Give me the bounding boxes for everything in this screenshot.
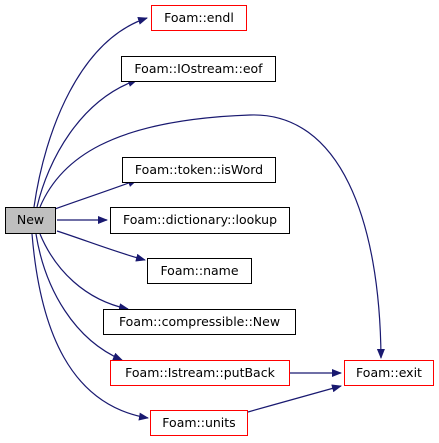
node-foam-token-isword[interactable]: Foam::token::isWord [122,157,276,183]
edge-new-compnew [39,233,129,312]
edge-new-endl [33,17,148,208]
edge-new-isword [54,179,138,210]
node-foam-dictionary-lookup[interactable]: Foam::dictionary::lookup [110,207,290,234]
edge-new-name [56,230,146,262]
node-foam-compressible-new[interactable]: Foam::compressible::New [103,309,296,335]
node-foam-exit[interactable]: Foam::exit [344,360,434,386]
edge-new-exit [39,114,385,359]
node-foam-iostream-eof[interactable]: Foam::IOstream::eof [121,56,276,82]
edge-new-putback [35,233,123,361]
edge-new-eof [36,79,138,208]
node-foam-istream-putback[interactable]: Foam::Istream::putBack [110,360,290,386]
edge-new-units [31,233,149,421]
node-new: New [5,207,56,234]
node-foam-endl[interactable]: Foam::endl [151,5,247,31]
edge-units-exit [247,384,342,413]
node-foam-name[interactable]: Foam::name [147,258,252,284]
node-foam-units[interactable]: Foam::units [150,410,248,436]
